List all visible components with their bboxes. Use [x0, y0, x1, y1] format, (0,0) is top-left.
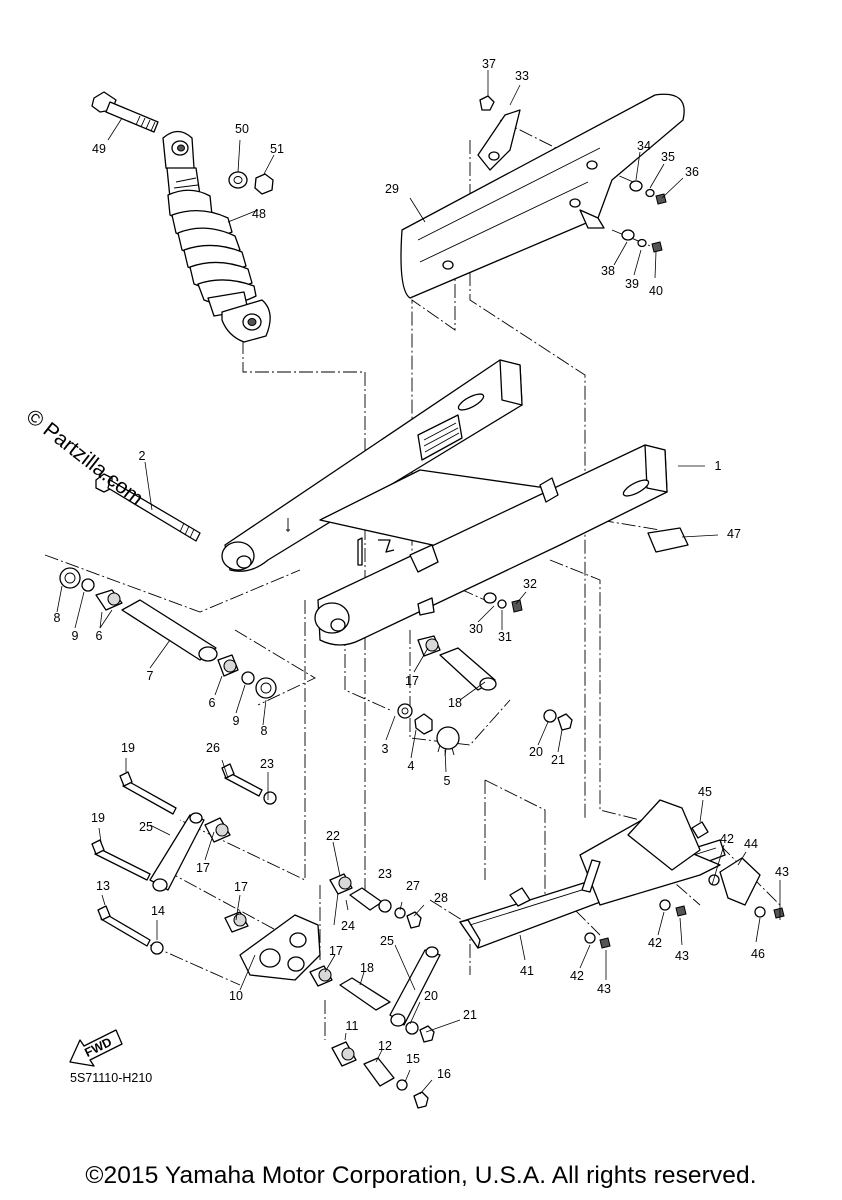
rear-arm — [221, 359, 668, 646]
relay-arm-10 — [239, 914, 321, 981]
callout-21a: 21 — [551, 753, 565, 767]
callout-46: 46 — [751, 947, 765, 961]
bolt-49 — [91, 91, 159, 133]
callout-13: 13 — [96, 879, 110, 893]
copyright-footer: ©2015 Yamaha Motor Corporation, U.S.A. A… — [85, 1162, 757, 1189]
callout-5: 5 — [444, 774, 451, 788]
collar-50 — [228, 171, 248, 189]
callout-35: 35 — [661, 150, 675, 164]
callout-45: 45 — [698, 785, 712, 799]
callout-17a: 17 — [405, 674, 419, 688]
callout-38: 38 — [601, 264, 615, 278]
callout-18b: 18 — [360, 961, 374, 975]
callout-39: 39 — [625, 277, 639, 291]
chain-case-41 — [459, 799, 726, 949]
callout-7: 7 — [147, 669, 154, 683]
linkage-bolts — [91, 763, 263, 947]
callout-20a: 20 — [529, 745, 543, 759]
nut-51 — [254, 173, 274, 195]
callout-50: 50 — [235, 122, 249, 136]
callout-47: 47 — [727, 527, 741, 541]
callout-42c: 42 — [570, 969, 584, 983]
callout-16: 16 — [437, 1067, 451, 1081]
callout-37: 37 — [482, 57, 496, 71]
callout-42b: 42 — [648, 936, 662, 950]
pivot-parts-left — [59, 567, 277, 699]
callout-23a: 23 — [260, 757, 274, 771]
callout-41: 41 — [520, 964, 534, 978]
callout-2: 2 — [139, 449, 146, 463]
callout-31: 31 — [498, 630, 512, 644]
leader-lines — [56, 70, 781, 1095]
callout-6b: 6 — [209, 696, 216, 710]
callout-9a: 9 — [72, 629, 79, 643]
callout-22: 22 — [326, 829, 340, 843]
callout-34: 34 — [637, 139, 651, 153]
callout-18a: 18 — [448, 696, 462, 710]
diagram-code: 5S71110-H210 — [70, 1071, 153, 1085]
callout-27: 27 — [406, 879, 420, 893]
callout-51: 51 — [270, 142, 284, 156]
chain-case-hardware — [584, 821, 785, 949]
callout-15: 15 — [406, 1052, 420, 1066]
callout-25b: 25 — [380, 934, 394, 948]
callout-14: 14 — [151, 904, 165, 918]
callout-21b: 21 — [463, 1008, 477, 1022]
callout-43a: 43 — [775, 865, 789, 879]
assembly-lines — [44, 119, 781, 1040]
callout-24: 24 — [341, 919, 355, 933]
pivot-shaft-2 — [95, 473, 201, 542]
callout-40: 40 — [649, 284, 663, 298]
callout-20b: 20 — [424, 989, 438, 1003]
callout-1: 1 — [715, 459, 722, 473]
callout-30: 30 — [469, 622, 483, 636]
callout-8b: 8 — [261, 724, 268, 738]
callout-26: 26 — [206, 741, 220, 755]
callout-48: 48 — [252, 207, 266, 221]
callout-33: 33 — [515, 69, 529, 83]
callout-8a: 8 — [54, 611, 61, 625]
callout-11: 11 — [346, 1019, 359, 1033]
callout-17c: 17 — [234, 880, 248, 894]
guard-hardware — [479, 95, 667, 253]
callout-36: 36 — [685, 165, 699, 179]
callout-43c: 43 — [597, 982, 611, 996]
callout-10: 10 — [229, 989, 243, 1003]
fwd-arrow-icon: FWD — [69, 1029, 123, 1067]
callout-28: 28 — [434, 891, 448, 905]
callout-42a: 42 — [720, 832, 734, 846]
callout-19b: 19 — [91, 811, 105, 825]
callout-23b: 23 — [378, 867, 392, 881]
callout-29: 29 — [385, 182, 399, 196]
pivot-parts-right — [397, 635, 573, 757]
callout-9b: 9 — [233, 714, 240, 728]
chain-guard — [400, 93, 685, 299]
callout-19a: 19 — [121, 741, 135, 755]
rear-shock-absorber — [162, 130, 271, 343]
callout-4: 4 — [408, 759, 415, 773]
callout-labels: 1 2 3 4 5 6 6 7 8 8 9 9 10 11 12 13 14 1… — [54, 57, 789, 1081]
label-47 — [647, 527, 689, 553]
callout-32: 32 — [523, 577, 537, 591]
callout-3: 3 — [382, 742, 389, 756]
connecting-rods-25 — [149, 812, 441, 1027]
hardware-30-32 — [483, 592, 523, 613]
callout-49: 49 — [92, 142, 106, 156]
callout-25a: 25 — [139, 820, 153, 834]
callout-17b: 17 — [196, 861, 210, 875]
linkage-bushings — [150, 791, 435, 1109]
callout-6a: 6 — [96, 629, 103, 643]
callout-44: 44 — [744, 837, 758, 851]
callout-12: 12 — [378, 1039, 392, 1053]
callout-43b: 43 — [675, 949, 689, 963]
callout-17d: 17 — [329, 944, 343, 958]
